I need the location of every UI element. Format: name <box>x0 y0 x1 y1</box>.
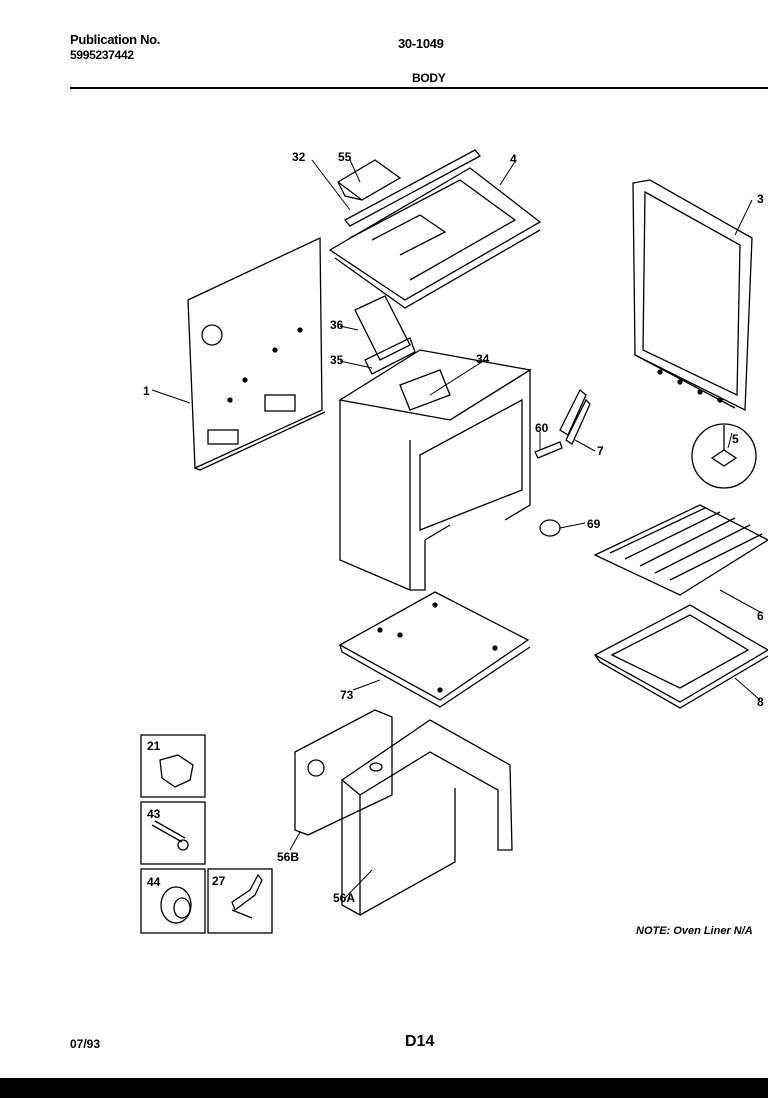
publication-number: 5995237442 <box>70 48 134 62</box>
callout-32: 32 <box>292 150 306 164</box>
callout-35: 35 <box>330 353 344 367</box>
leader-lines <box>151 159 761 899</box>
callout-34: 34 <box>476 352 490 366</box>
publication-date: 07/93 <box>70 1037 101 1051</box>
callout-56B: 56B <box>277 850 299 864</box>
callout-55: 55 <box>338 150 352 164</box>
callout-8: 8 <box>757 695 764 709</box>
part-bottom-panel <box>338 591 531 708</box>
callout-1: 1 <box>143 384 150 398</box>
part-bracket <box>336 159 402 201</box>
part-vent-duct <box>354 295 416 375</box>
oven-liner-note: NOTE: Oven Liner N/A <box>636 925 753 937</box>
callout-73: 73 <box>340 688 354 702</box>
callout-7: 7 <box>597 444 604 458</box>
callout-21: 21 <box>147 739 161 753</box>
callout-3: 3 <box>757 192 764 206</box>
callout-56A: 56A <box>333 891 355 905</box>
part-leveler <box>691 423 757 489</box>
part-top-frame <box>328 167 542 309</box>
part-oven-cavity <box>338 349 532 591</box>
section-title: BODY <box>412 71 446 85</box>
callout-labels: 1 3 4 5 6 7 8 21 27 32 34 35 36 43 44 55… <box>143 150 764 905</box>
hardware-inset-27 <box>207 868 273 934</box>
page-identifier: D14 <box>405 1033 435 1050</box>
part-broiler-pan <box>593 604 768 709</box>
callout-6: 6 <box>757 609 764 623</box>
scan-border <box>0 1078 768 1098</box>
publication-label: Publication No. <box>70 32 161 47</box>
callout-44: 44 <box>147 875 161 889</box>
part-strip <box>343 149 482 227</box>
callout-5: 5 <box>732 432 739 446</box>
callout-27: 27 <box>212 874 226 888</box>
part-oven-rack <box>593 504 768 596</box>
part-kick-panel <box>294 709 393 836</box>
hardware-inset-44 <box>140 868 206 934</box>
part-drawer-body <box>341 719 513 917</box>
document-code: 30-1049 <box>398 36 444 51</box>
part-side-panel <box>632 179 753 412</box>
callout-4: 4 <box>510 152 517 166</box>
callout-69: 69 <box>587 517 601 531</box>
hardware-inset-21 <box>140 734 206 798</box>
header-rule <box>70 87 768 89</box>
callout-60: 60 <box>535 421 549 435</box>
callout-36: 36 <box>330 318 344 332</box>
part-hinge <box>534 388 591 459</box>
callout-43: 43 <box>147 807 161 821</box>
hardware-inset-43 <box>140 801 206 865</box>
part-grommet <box>539 519 561 537</box>
part-back-panel <box>187 236 326 471</box>
